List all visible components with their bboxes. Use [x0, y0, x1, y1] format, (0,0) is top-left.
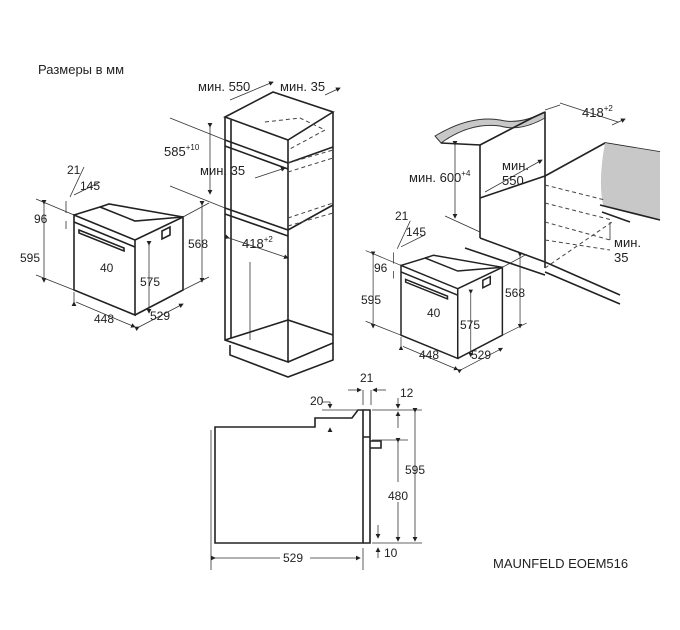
dim-uc-niche-height: мин. 600+4 [409, 169, 471, 185]
diagram-title: Размеры в мм [38, 62, 124, 77]
dim-vent-min-35: мин. 35 [280, 79, 325, 94]
dim-side-12: 12 [400, 386, 414, 400]
oven-left-dimensions: 21 145 96 595 568 40 575 448 529 [20, 163, 208, 326]
dim-side-21: 21 [360, 371, 374, 385]
dim-side-529: 529 [283, 551, 303, 565]
dim-depth-min-550: мин. 550 [198, 79, 250, 94]
dim-uc-depth-value: 550 [502, 173, 524, 188]
dim-uc-niche-width: 418+2 [582, 104, 613, 120]
dim-575: 575 [140, 275, 160, 289]
dim-145: 145 [406, 225, 426, 239]
side-view-drawing [210, 387, 422, 570]
dim-niche-height: 585+10 [164, 143, 200, 159]
dim-448: 448 [94, 312, 114, 326]
dim-575: 575 [460, 318, 480, 332]
under-counter-dimensions: 418+2 мин. 600+4 мин. 550 мин. 35 [409, 104, 641, 265]
tall-cabinet-drawing [169, 81, 341, 378]
dim-uc-vent-value: 35 [614, 250, 628, 265]
tall-cabinet-dimensions: мин. 550 мин. 35 585+10 мин. 35 418+2 [164, 79, 325, 251]
under-counter-drawing [434, 102, 661, 305]
dim-side-480: 480 [388, 489, 408, 503]
dim-uc-depth-label: мин. [502, 158, 529, 173]
dim-145: 145 [80, 179, 100, 193]
dim-niche-width: 418+2 [242, 235, 273, 251]
dim-40: 40 [427, 306, 441, 320]
dim-529: 529 [471, 348, 491, 362]
side-view-dimensions: 21 12 20 595 480 10 529 [283, 371, 425, 565]
dim-96: 96 [374, 261, 388, 275]
dim-40: 40 [100, 261, 114, 275]
dim-96: 96 [34, 212, 48, 226]
dim-21: 21 [395, 209, 409, 223]
dim-595: 595 [20, 251, 40, 265]
dim-side-595: 595 [405, 463, 425, 477]
dim-568: 568 [505, 286, 525, 300]
dim-568: 568 [188, 237, 208, 251]
dim-uc-vent-label: мин. [614, 235, 641, 250]
dim-448: 448 [419, 348, 439, 362]
dim-shelf-gap-min-35: мин. 35 [200, 163, 245, 178]
dim-595: 595 [361, 293, 381, 307]
dim-529: 529 [150, 309, 170, 323]
model-name: MAUNFELD EOEM516 [493, 556, 628, 571]
dim-side-10: 10 [384, 546, 398, 560]
dim-side-20: 20 [310, 394, 324, 408]
dim-21: 21 [67, 163, 81, 177]
oven-right-drawing [366, 221, 527, 370]
oven-right-dimensions: 21 145 96 595 568 40 575 448 529 [361, 209, 525, 362]
